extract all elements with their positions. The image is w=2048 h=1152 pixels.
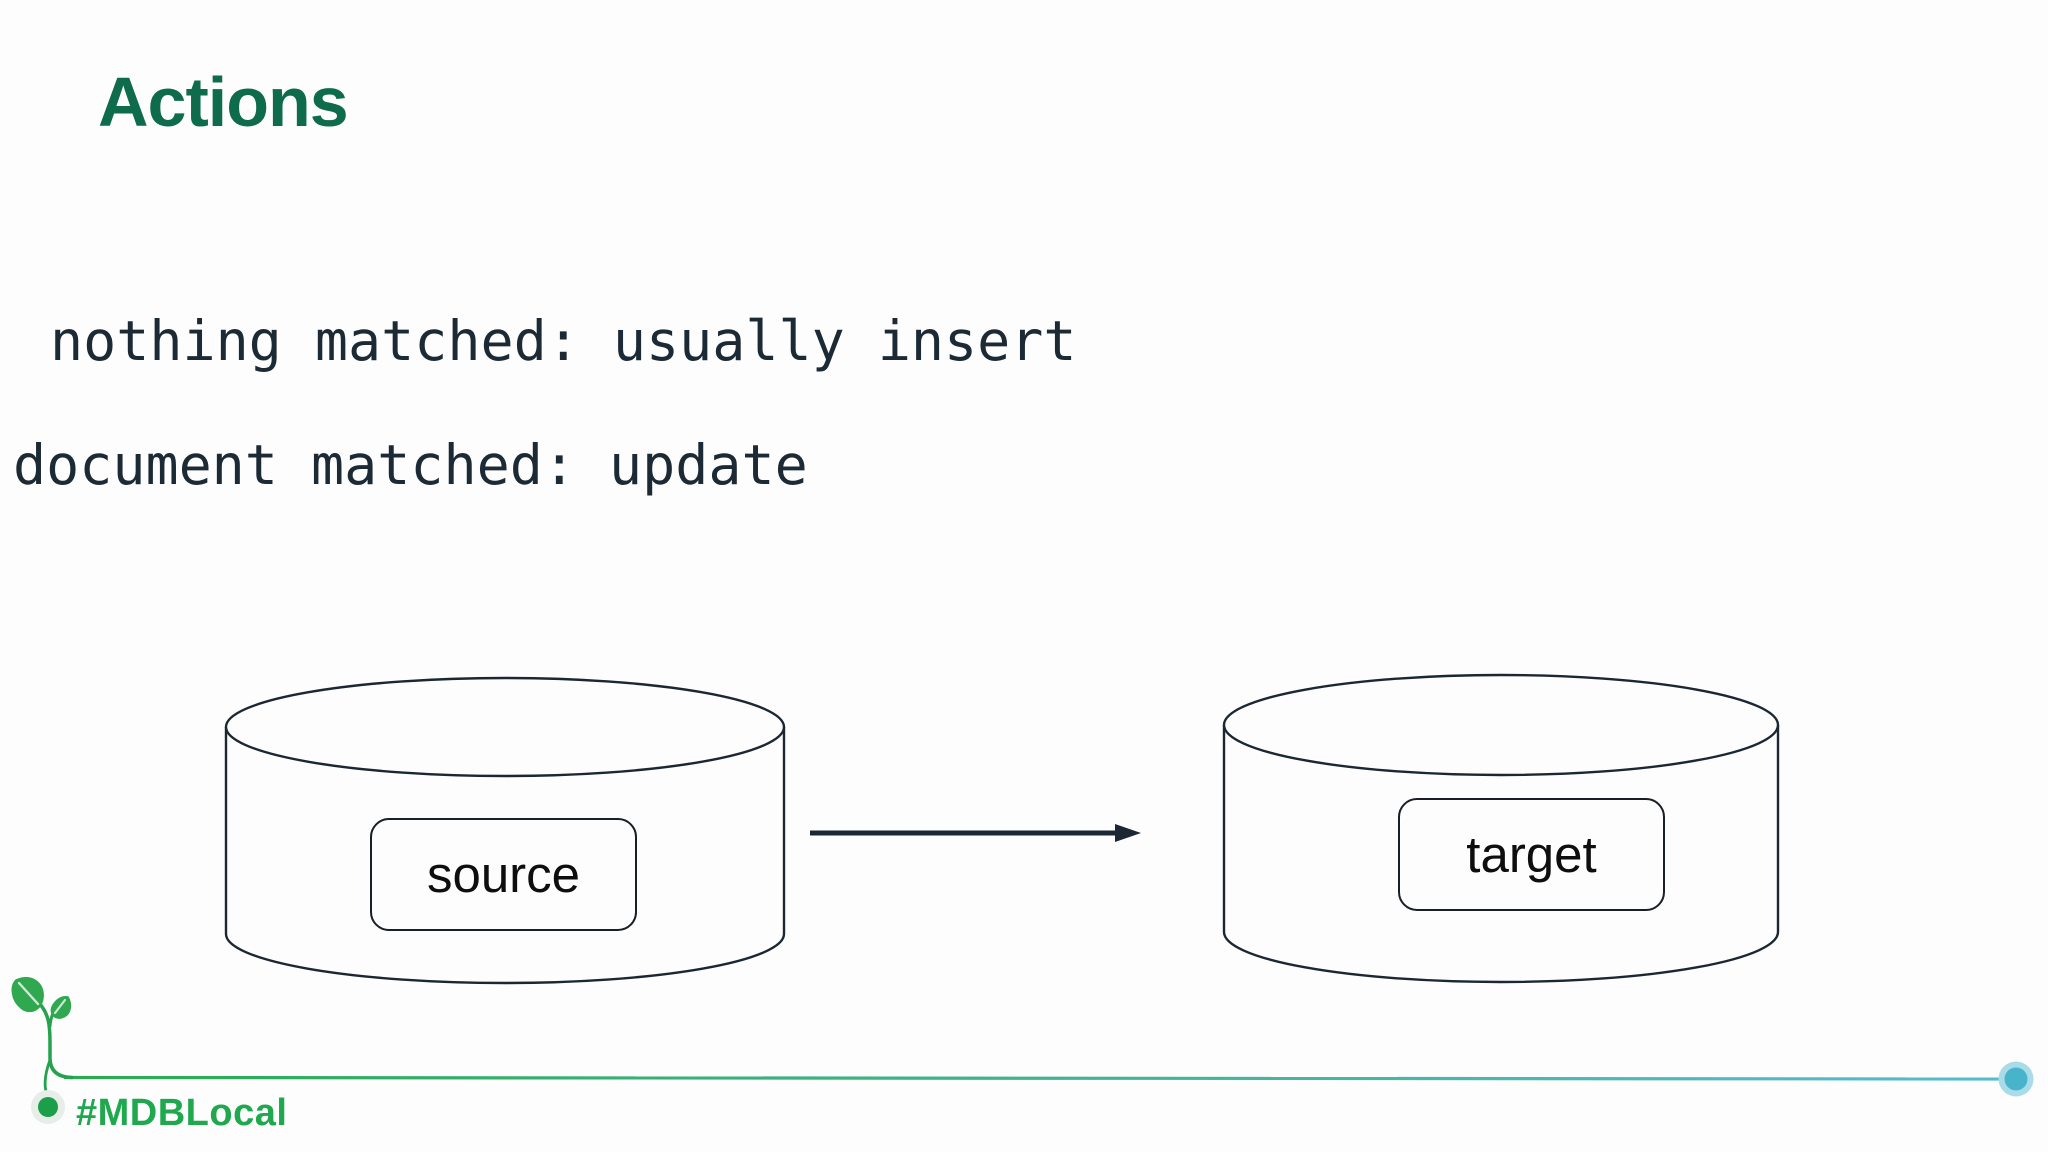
text-nothing-matched: nothing matched: usually insert bbox=[50, 309, 1077, 373]
timeline-line bbox=[63, 1075, 2017, 1081]
arrow-icon bbox=[810, 824, 1141, 842]
teal-dot-icon bbox=[1998, 1061, 2034, 1097]
source-label-box: source bbox=[370, 818, 637, 931]
target-label-text: target bbox=[1466, 826, 1597, 883]
target-label-box: target bbox=[1398, 798, 1665, 911]
green-dot-icon bbox=[31, 1090, 65, 1124]
source-label-text: source bbox=[426, 846, 581, 903]
event-hashtag: #MDBLocal bbox=[76, 1092, 288, 1134]
sprout-icon bbox=[11, 977, 74, 1100]
text-document-matched: document matched: update bbox=[13, 433, 808, 497]
slide-title: Actions bbox=[98, 63, 349, 141]
